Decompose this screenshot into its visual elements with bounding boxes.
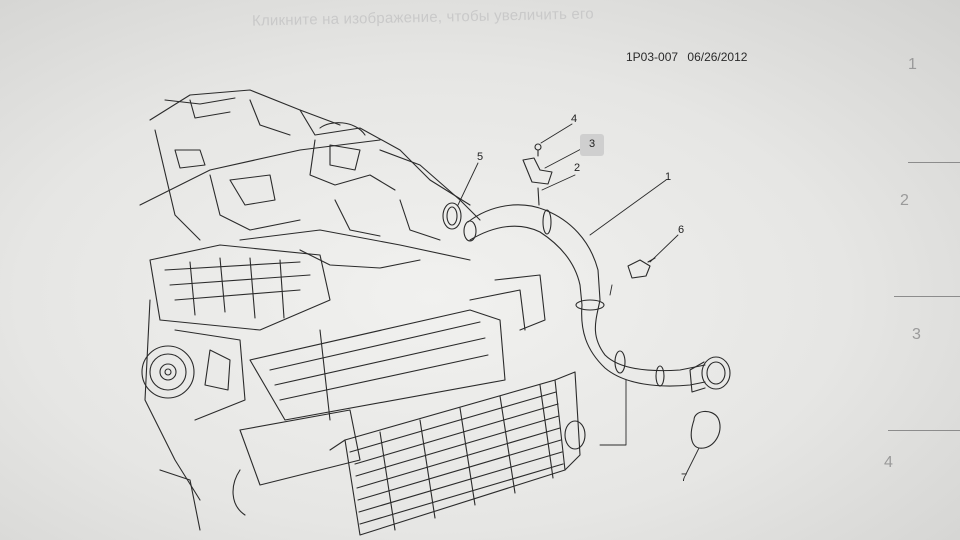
engine-pulley	[141, 345, 195, 399]
callout-6: 6	[677, 224, 685, 236]
diagram-code: 1P03-007	[626, 50, 679, 64]
thumbnail-1[interactable]: 1	[908, 56, 917, 73]
diagram-reference: 1P03-007 06/26/2012	[626, 50, 747, 64]
leader-lines	[457, 123, 700, 475]
outlet-fitting	[689, 356, 731, 393]
thumbnail-4[interactable]: 4	[884, 454, 893, 471]
radiator-support	[239, 274, 546, 486]
engine-block	[144, 244, 331, 531]
callout-4: 4	[570, 113, 578, 125]
callout-1: 1	[664, 171, 672, 183]
callout-3: 3	[588, 138, 596, 150]
callout-5: 5	[476, 151, 484, 163]
thumbnail-strip: 1 2 3 4	[860, 40, 960, 540]
vehicle-body-lines	[139, 89, 481, 269]
intercooler-core	[329, 371, 586, 536]
diagram-date: 06/26/2012	[687, 50, 748, 64]
charge-air-hose	[463, 204, 706, 387]
thumbnail-2[interactable]: 2	[900, 192, 909, 209]
bracket-part-3	[522, 157, 553, 185]
callout-3-highlight	[580, 134, 604, 156]
bolt-part-4	[534, 143, 542, 157]
thumbnail-divider	[908, 162, 960, 163]
seal-part-7	[690, 410, 721, 449]
callout-7: 7	[680, 472, 688, 484]
thumbnail-3[interactable]: 3	[912, 326, 921, 343]
thumbnail-divider	[894, 296, 960, 297]
stud-part-2	[537, 187, 540, 206]
clamp-part-5	[442, 202, 462, 230]
thumbnail-divider	[888, 430, 960, 431]
callout-2: 2	[573, 162, 581, 174]
